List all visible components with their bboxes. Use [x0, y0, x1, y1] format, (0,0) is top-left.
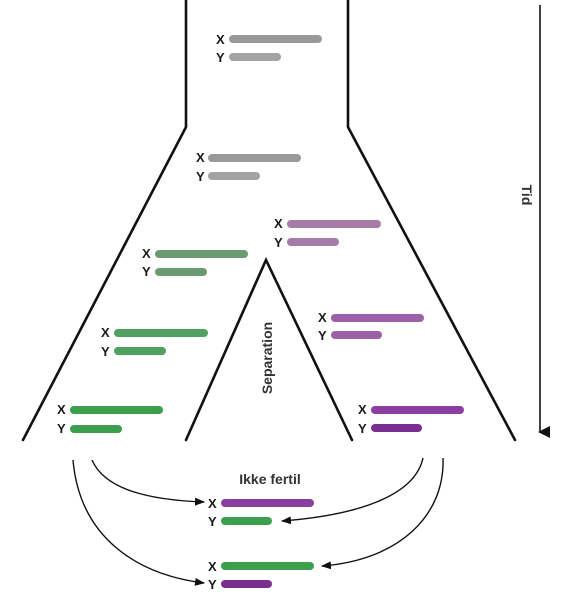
- chromosome-pair-ancestor-top: X Y: [216, 32, 322, 65]
- crossing-arrows: [72, 457, 444, 586]
- time-label: Tid: [519, 185, 535, 206]
- chromosome-pair-purple-1: X Y: [274, 216, 381, 250]
- x-label: X: [318, 310, 327, 325]
- chromosome-pair-green-2: X Y: [101, 325, 208, 359]
- y-label: Y: [274, 235, 283, 250]
- y-label: Y: [142, 264, 151, 279]
- x-label: X: [216, 32, 225, 47]
- arrow-green-x-to-hybrid-2: [72, 459, 205, 586]
- chromosome-pair-green-1: X Y: [142, 246, 248, 279]
- arrow-purple-y-to-hybrid-1: [281, 457, 424, 525]
- separation-label: Separation: [259, 322, 275, 394]
- chromosome-pair-green-3: X Y: [57, 402, 163, 436]
- arrow-purple-x-to-hybrid-2: [321, 457, 444, 570]
- chromosome-pair-purple-2: X Y: [318, 310, 424, 343]
- time-axis: Tid: [519, 5, 550, 438]
- y-label: Y: [196, 169, 205, 184]
- not-fertile-label: Ikke fertil: [239, 471, 300, 487]
- x-label: X: [57, 402, 66, 417]
- trunk-left-line: [21, 0, 188, 442]
- y-label: Y: [208, 514, 217, 529]
- x-label: X: [142, 246, 151, 261]
- x-label: X: [196, 150, 205, 165]
- x-label: X: [208, 559, 217, 574]
- chromosome-pair-hybrid-1: X Y: [208, 496, 314, 529]
- y-label: Y: [358, 421, 367, 436]
- arrow-green-y-to-hybrid-1: [91, 459, 205, 506]
- x-label: X: [208, 496, 217, 511]
- y-label: Y: [216, 50, 225, 65]
- chromosome-pair-ancestor-mid: X Y: [196, 150, 301, 184]
- species-tree-outline: [21, 0, 517, 442]
- y-label: Y: [101, 344, 110, 359]
- chromosome-pair-purple-3: X Y: [358, 402, 464, 436]
- x-label: X: [358, 402, 367, 417]
- y-label: Y: [208, 577, 217, 592]
- chromosome-pair-hybrid-2: X Y: [208, 559, 314, 592]
- separation-wedge-line: [184, 256, 354, 442]
- y-label: Y: [57, 421, 66, 436]
- x-label: X: [274, 216, 283, 231]
- trunk-right-line: [346, 0, 517, 442]
- x-label: X: [101, 325, 110, 340]
- y-label: Y: [318, 328, 327, 343]
